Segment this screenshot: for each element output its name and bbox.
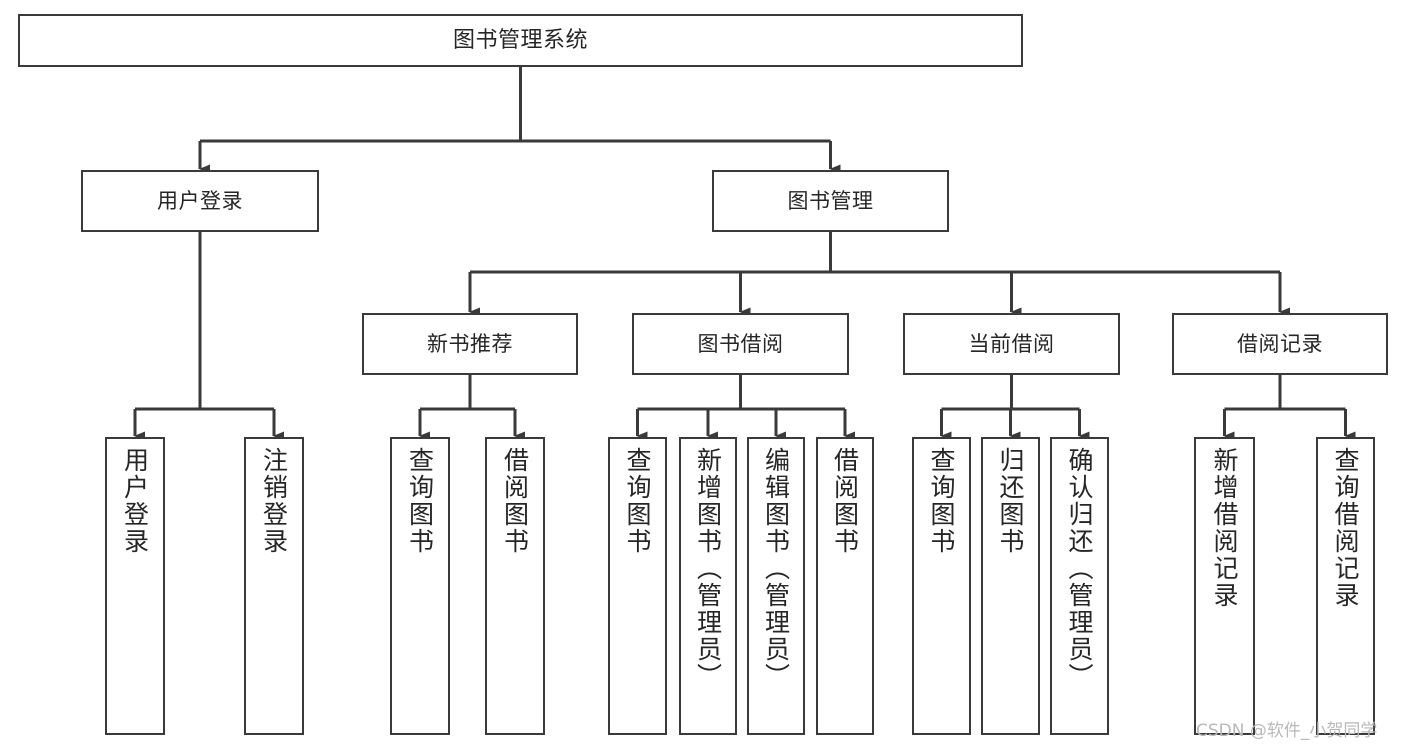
node-label: 用户登录 — [120, 447, 150, 555]
node-leaf-borrow-3[interactable]: 编辑图书（管理员） — [747, 437, 805, 735]
csdn-watermark: CSDN @软件_小贺同学 — [1196, 721, 1378, 741]
node-leaf-borrow-1[interactable]: 查询图书 — [608, 437, 667, 735]
node-leaf-current-1[interactable]: 查询图书 — [912, 437, 971, 735]
node-label: 图书管理 — [787, 188, 874, 213]
node-leaf-borrow-2[interactable]: 新增图书（管理员） — [679, 437, 737, 735]
node-label: 归还图书 — [996, 447, 1025, 555]
node-label: 注销登录 — [259, 447, 289, 555]
node-label: 借阅图书 — [830, 447, 860, 555]
node-label: 查询图书 — [927, 447, 956, 555]
node-label: 确认归还（管理员） — [1065, 447, 1094, 690]
connector-edges — [133, 67, 1356, 441]
node-records[interactable]: 借阅记录 — [1172, 313, 1388, 375]
node-newbook[interactable]: 新书推荐 — [362, 313, 578, 375]
node-leaf-current-3[interactable]: 确认归还（管理员） — [1050, 437, 1109, 735]
node-label: 查询图书 — [623, 447, 652, 555]
node-label: 借阅记录 — [1237, 331, 1323, 356]
node-leaf-records-1[interactable]: 新增借阅记录 — [1194, 437, 1255, 735]
node-label: 新增图书（管理员） — [693, 447, 723, 690]
node-leaf-borrow-4[interactable]: 借阅图书 — [816, 437, 874, 735]
node-label: 查询图书 — [405, 447, 435, 555]
node-leaf-newbook-1[interactable]: 查询图书 — [390, 437, 450, 735]
node-leaf-login-1[interactable]: 用户登录 — [105, 437, 165, 735]
node-leaf-newbook-2[interactable]: 借阅图书 — [485, 437, 545, 735]
node-label: 图书管理系统 — [452, 27, 588, 53]
node-label: 新书推荐 — [427, 331, 513, 356]
node-label: 新增借阅记录 — [1210, 447, 1239, 609]
node-leaf-current-2[interactable]: 归还图书 — [981, 437, 1040, 735]
node-root[interactable]: 图书管理系统 — [18, 14, 1023, 67]
node-current[interactable]: 当前借阅 — [903, 313, 1120, 375]
node-label: 借阅图书 — [500, 447, 530, 555]
node-borrow[interactable]: 图书借阅 — [632, 313, 849, 375]
node-bookmgmt[interactable]: 图书管理 — [712, 170, 949, 232]
node-login[interactable]: 用户登录 — [81, 170, 319, 232]
node-label: 用户登录 — [157, 188, 243, 213]
node-label: 编辑图书（管理员） — [761, 447, 791, 690]
node-label: 查询借阅记录 — [1331, 447, 1360, 609]
node-label: 图书借阅 — [697, 331, 784, 356]
node-leaf-records-2[interactable]: 查询借阅记录 — [1316, 437, 1375, 735]
node-label: 当前借阅 — [968, 331, 1055, 356]
node-leaf-login-2[interactable]: 注销登录 — [244, 437, 304, 735]
